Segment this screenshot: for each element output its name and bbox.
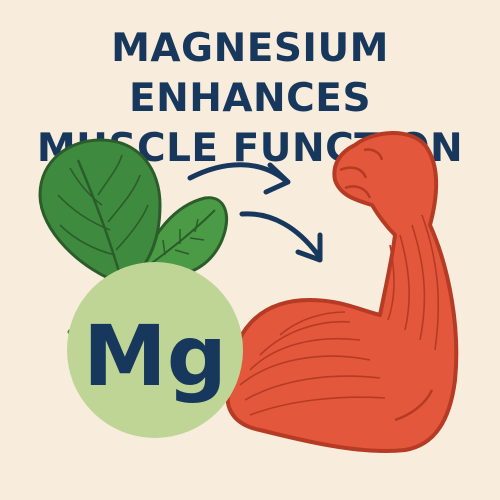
- arrow-icon: [187, 162, 291, 195]
- magnesium-symbol: Mg: [83, 307, 227, 405]
- magnesium-badge-icon: Mg: [67, 262, 243, 438]
- arrow-icon: [239, 211, 323, 263]
- flexed-arm-muscle-icon: [225, 131, 459, 453]
- title-line-1: MAGNESIUM ENHANCES: [111, 26, 389, 121]
